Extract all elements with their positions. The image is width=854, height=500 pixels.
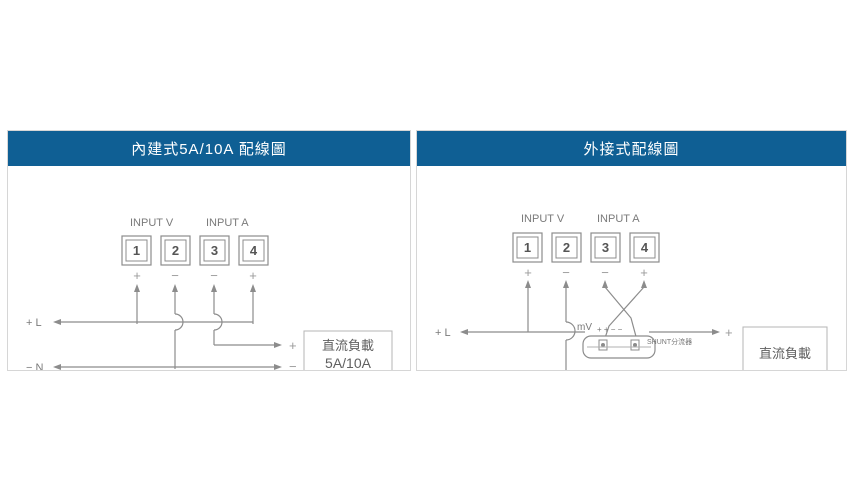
dc-load-box: [303, 330, 393, 370]
terminal-sign: +: [133, 268, 141, 283]
terminal-number: 1: [524, 240, 531, 255]
terminal-number: 2: [172, 243, 179, 258]
terminal-2: 2: [160, 235, 191, 266]
terminal-sign: +: [640, 265, 648, 280]
arrow-right-icon: [274, 342, 282, 348]
load-plus-sign: +: [725, 325, 733, 340]
terminal-3: 3: [590, 232, 621, 263]
terminal-number: 3: [211, 243, 218, 258]
terminal-2: 2: [551, 232, 582, 263]
arrow-up-icon: [134, 284, 140, 292]
load-label: 直流負載: [759, 346, 811, 361]
internal-wiring-diagram: INPUT V INPUT A 1 2 3 4 + − − +: [26, 217, 393, 370]
terminal-sign: +: [249, 268, 257, 283]
arrow-up-icon: [602, 280, 608, 288]
input-a-label: INPUT A: [597, 213, 640, 225]
terminal-sign: +: [524, 265, 532, 280]
line-l-label: + L: [435, 327, 451, 339]
load-minus-sign: −: [289, 359, 297, 370]
line-n-label: − N: [26, 362, 43, 370]
terminal-number: 4: [641, 240, 649, 255]
arrow-up-icon: [250, 284, 256, 292]
arrow-up-icon: [211, 284, 217, 292]
wire-t3-to-shunt: [604, 286, 639, 345]
input-v-label: INPUT V: [130, 217, 174, 229]
dc-load-box: [742, 326, 828, 370]
panel-title: 外接式配線圖: [417, 131, 846, 166]
arrow-left-icon: [53, 319, 61, 325]
panel-title: 內建式5A/10A 配線圖: [8, 131, 410, 166]
arrow-left-icon: [460, 329, 468, 335]
line-l-label: + L: [26, 317, 42, 329]
terminal-4: 4: [238, 235, 269, 266]
arrow-right-icon: [712, 329, 720, 335]
terminal-sign: −: [562, 265, 570, 280]
terminal-sign: −: [171, 268, 179, 283]
terminal-3: 3: [199, 235, 230, 266]
external-wiring-panel: 外接式配線圖 INPUT V INPUT A 1 2 3 4 + − −: [416, 130, 847, 371]
input-v-label: INPUT V: [521, 213, 565, 225]
terminal-number: 1: [133, 243, 140, 258]
shunt-polarity: + + − −: [597, 325, 623, 334]
terminal-1: 1: [121, 235, 152, 266]
load-minus-sign: −: [725, 367, 733, 370]
mv-label: mV: [577, 322, 592, 333]
wire-t2-hop: [565, 321, 576, 341]
terminal-sign: −: [210, 268, 218, 283]
terminal-number: 2: [563, 240, 570, 255]
internal-wiring-panel: 內建式5A/10A 配線圖 INPUT V INPUT A 1 2 3 4 + …: [7, 130, 411, 371]
external-wiring-diagram: INPUT V INPUT A 1 2 3 4 + − − +: [435, 213, 828, 370]
terminal-1: 1: [512, 232, 543, 263]
load-rating: 5A/10A: [325, 355, 372, 370]
arrow-left-icon: [53, 364, 61, 370]
arrow-up-icon: [525, 280, 531, 288]
shunt-label: SHUNT分流器: [647, 337, 692, 346]
load-label: 直流負載: [322, 338, 374, 353]
terminal-number: 4: [250, 243, 258, 258]
terminal-number: 3: [602, 240, 609, 255]
shunt-icon: [582, 335, 656, 359]
arrow-right-icon: [274, 364, 282, 370]
line-n-label: − N: [435, 369, 452, 370]
input-a-label: INPUT A: [206, 217, 249, 229]
arrow-up-icon: [563, 280, 569, 288]
load-plus-sign: +: [289, 338, 297, 353]
terminal-sign: −: [601, 265, 609, 280]
arrow-up-icon: [172, 284, 178, 292]
terminal-4: 4: [629, 232, 660, 263]
arrow-up-icon: [641, 280, 647, 288]
